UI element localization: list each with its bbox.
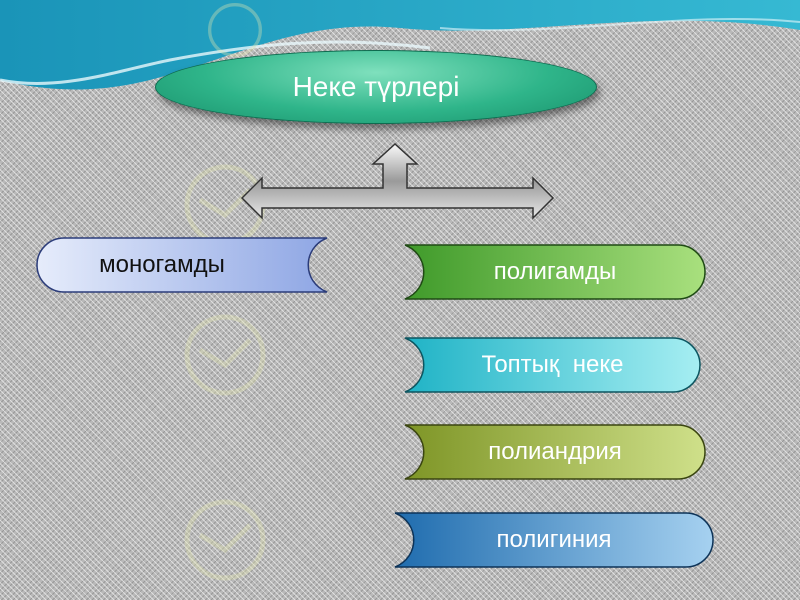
watermark-logo-4 <box>208 3 262 57</box>
watermark-logo-3 <box>184 499 266 581</box>
group-marriage-label: Топтық неке <box>481 351 624 378</box>
polygamy-box: полигамды <box>404 244 706 300</box>
polygyny-label: полигиния <box>496 526 612 553</box>
monogamy-box: моногамды <box>36 237 328 293</box>
diagram-title-text: Неке түрлері <box>292 71 460 102</box>
polyandry-box: полиандрия <box>404 424 706 480</box>
watermark-logo-2 <box>184 314 266 396</box>
header-wave <box>0 0 800 90</box>
polygamy-label: полигамды <box>493 258 617 285</box>
monogamy-label: моногамды <box>99 251 225 278</box>
polygyny-box: полигиния <box>394 512 714 568</box>
polyandry-label: полиандрия <box>488 438 622 465</box>
diagram-title: Неке түрлері <box>155 50 597 124</box>
group-marriage-box: Топтық неке <box>404 337 701 393</box>
branch-arrows <box>240 142 555 220</box>
